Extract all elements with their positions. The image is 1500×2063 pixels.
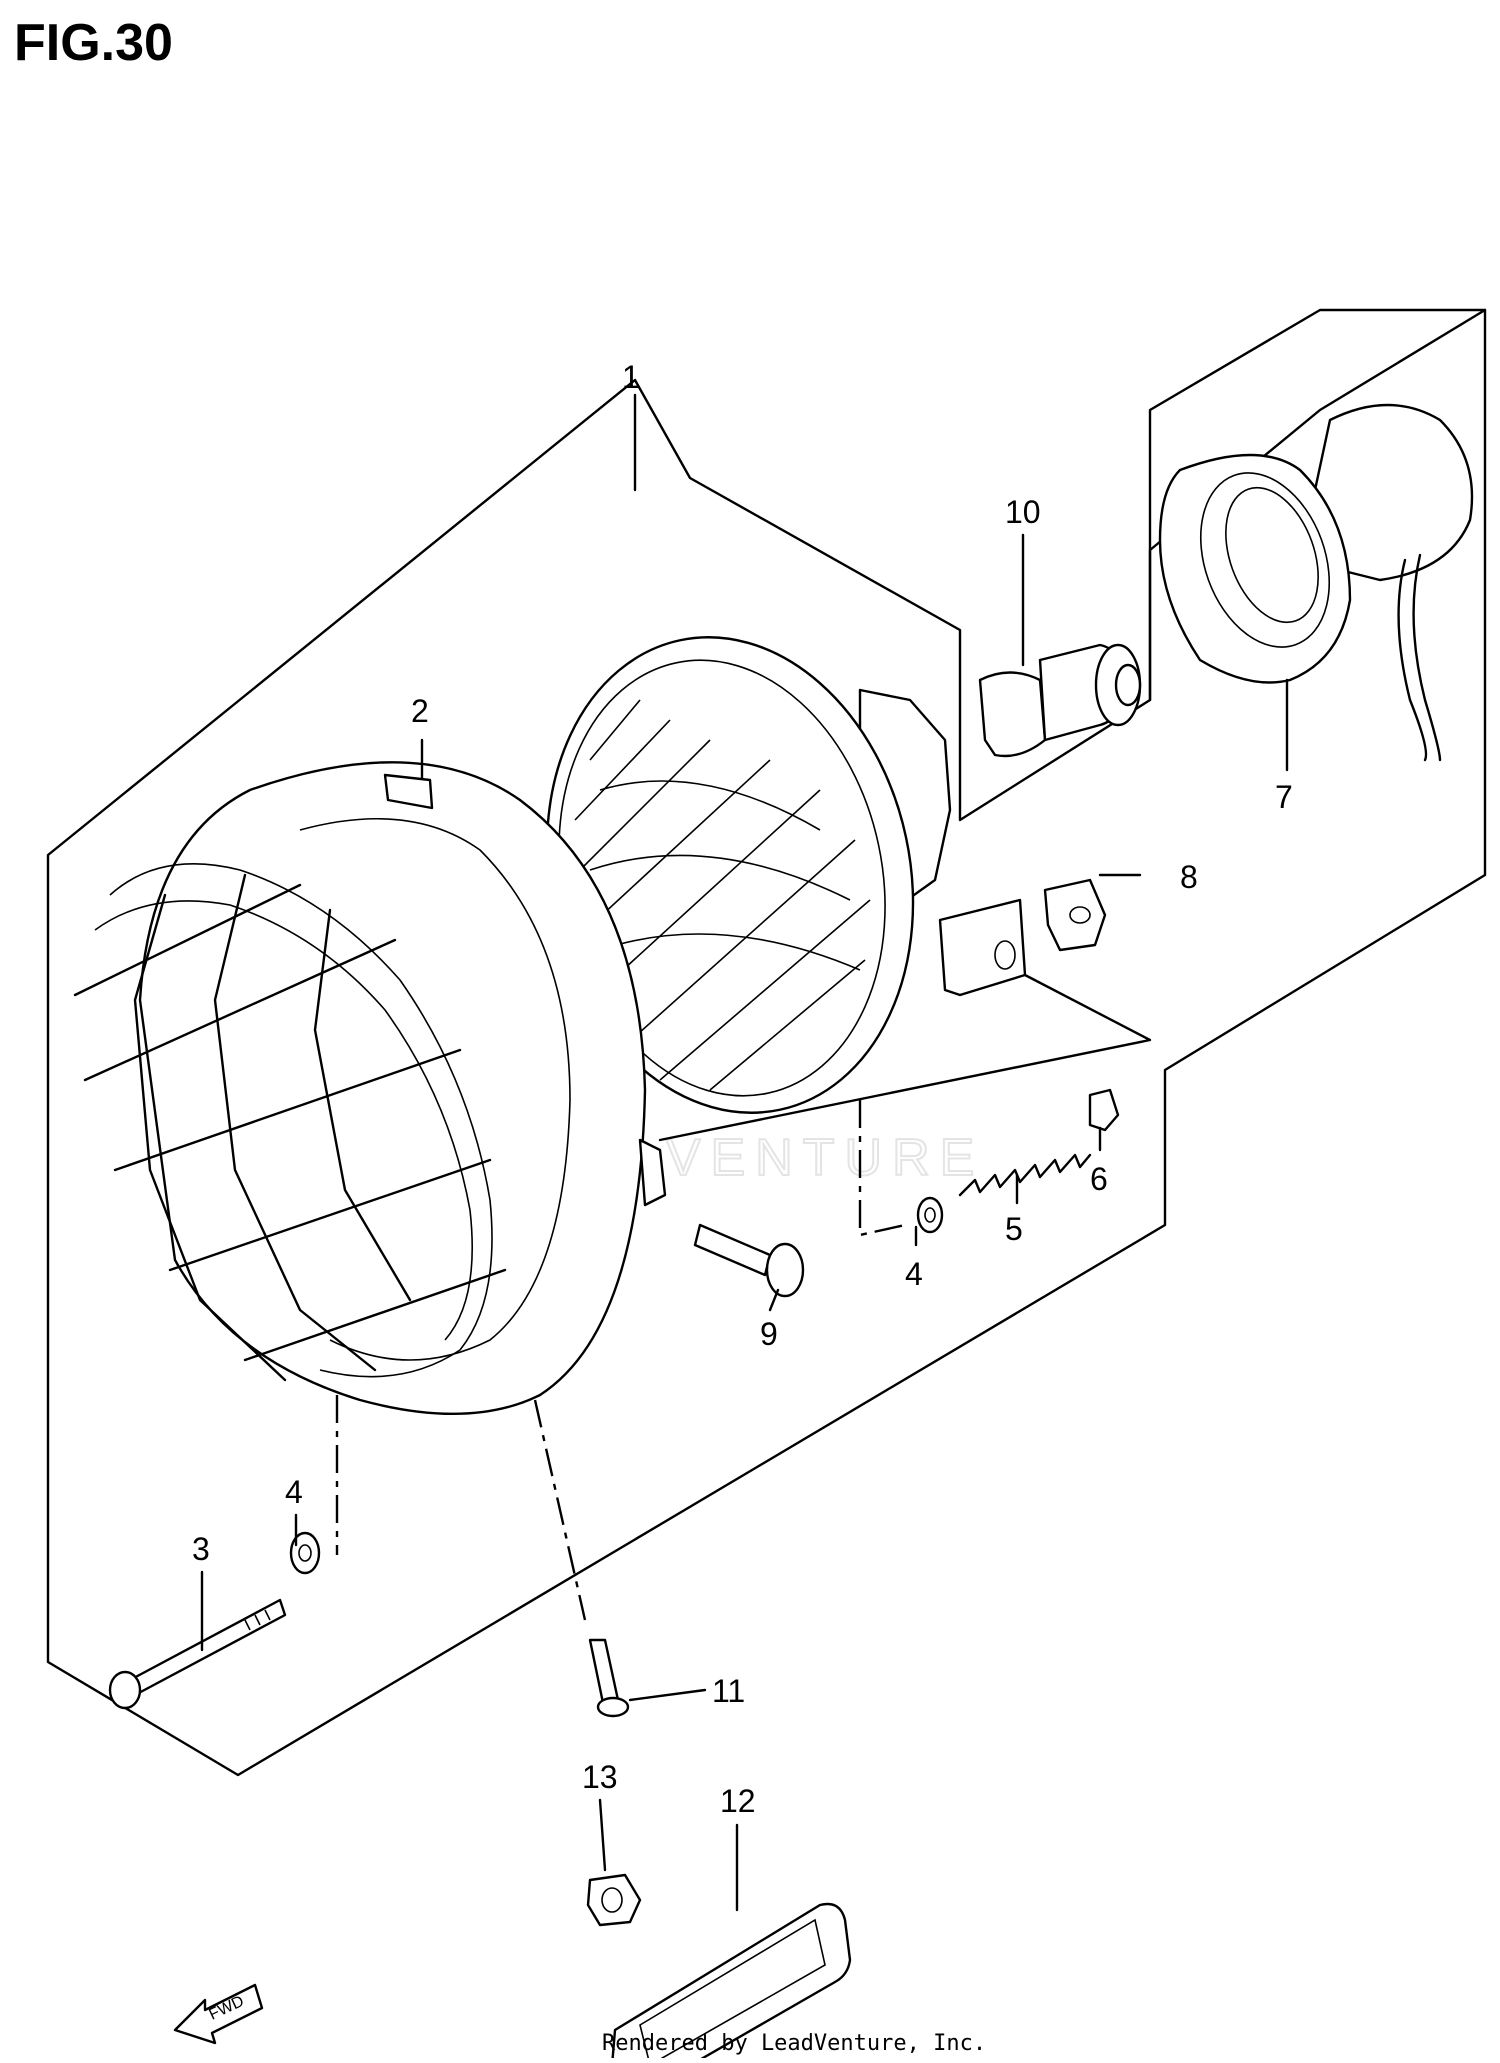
callout-4-upper: 4 — [905, 1256, 923, 1292]
callout-leaders — [200, 393, 1289, 1912]
screw-11 — [588, 1638, 630, 1718]
callout-6: 6 — [1090, 1161, 1108, 1197]
callout-12: 12 — [720, 1783, 756, 1819]
spring — [958, 1153, 1092, 1197]
callout-1: 1 — [622, 359, 640, 395]
nut — [1088, 1088, 1120, 1132]
callout-7: 7 — [1275, 779, 1293, 815]
bulb — [978, 643, 1142, 758]
alignment-line — [533, 1399, 587, 1621]
bracket-leader — [658, 973, 1152, 1142]
lens-pattern — [569, 699, 871, 1091]
render-credit: Rendered by LeadVenture, Inc. — [602, 2031, 986, 2056]
callout-4-lower: 4 — [285, 1474, 303, 1510]
socket — [1158, 403, 1474, 762]
reflector — [611, 1902, 852, 2063]
callout-2: 2 — [411, 693, 429, 729]
callout-8: 8 — [1180, 859, 1198, 895]
nut-13 — [586, 1873, 642, 1927]
fwd-arrow-icon: FWD — [173, 1983, 264, 2045]
screw-9 — [693, 1223, 805, 1298]
callout-5: 5 — [1005, 1211, 1023, 1247]
callout-13: 13 — [582, 1759, 618, 1795]
figure-title: FIG.30 — [14, 14, 173, 72]
washer-lower — [289, 1531, 321, 1575]
callout-10: 10 — [1005, 494, 1041, 530]
clip — [1043, 878, 1107, 952]
callout-3: 3 — [192, 1531, 210, 1567]
washer-upper — [916, 1196, 944, 1234]
socket-group-outline — [1148, 308, 1487, 702]
lamp-unit — [545, 636, 1027, 1114]
callout-9: 9 — [760, 1316, 778, 1352]
bolt-3 — [108, 1598, 287, 1710]
callout-11: 11 — [712, 1673, 745, 1709]
headlight-guard — [73, 863, 507, 1382]
alignment-line — [858, 1100, 906, 1237]
